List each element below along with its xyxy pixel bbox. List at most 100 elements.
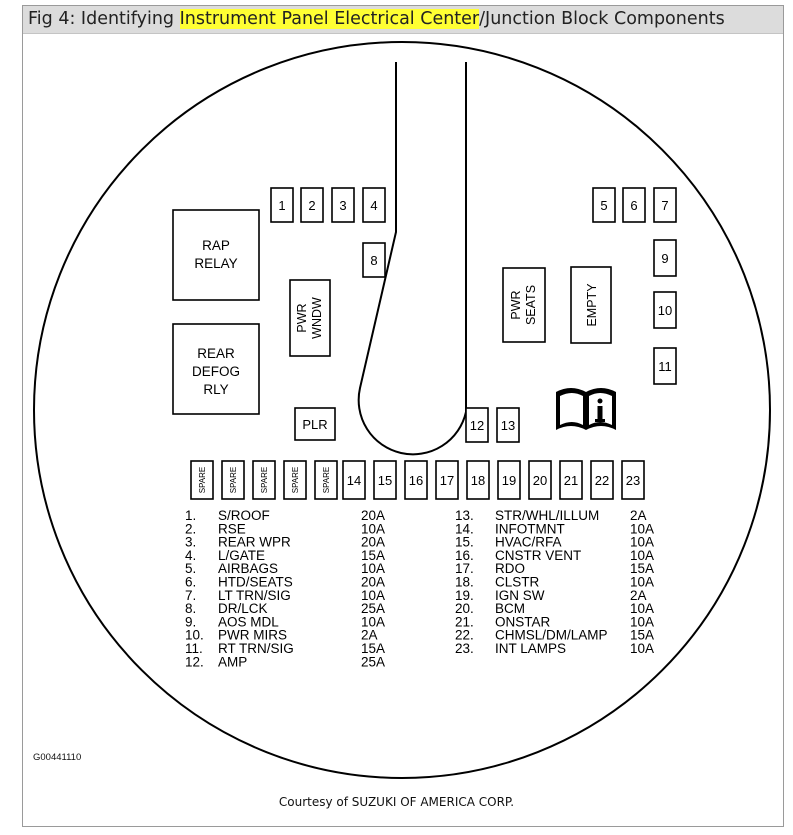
caption-highlight: Instrument Panel Electrical Center — [179, 9, 480, 29]
caption-suffix: /Junction Block Components — [479, 9, 725, 29]
legend-amperage: 10A — [630, 575, 654, 590]
legend-number: 6. — [185, 575, 196, 590]
legend-amperage: 10A — [361, 521, 385, 536]
fuse-22-label: 22 — [595, 473, 609, 488]
legend-circuit-name: HVAC/RFA — [495, 535, 562, 550]
spare-fuse-label: SPARE — [291, 467, 300, 494]
fuse-21-box — [559, 460, 583, 500]
legend-number: 22. — [455, 628, 474, 643]
legend-circuit-name: RSE — [218, 521, 246, 536]
legend-amperage: 10A — [361, 588, 385, 603]
fuse-8-label: 8 — [370, 253, 377, 268]
fuse-4-label: 4 — [370, 198, 377, 213]
empty-slot-label: EMPTY — [585, 283, 599, 327]
legend-number: 8. — [185, 601, 196, 616]
pwr-wndw-box — [289, 279, 331, 357]
spare-fuse-label: SPARE — [198, 467, 207, 494]
fuse-5-label: 5 — [600, 198, 607, 213]
legend-number: 10. — [185, 628, 204, 643]
legend-amperage: 25A — [361, 601, 385, 616]
fuse-9-box — [653, 239, 677, 277]
center-slot — [357, 62, 467, 456]
legend-number: 12. — [185, 654, 204, 669]
legend-amperage: 10A — [630, 614, 654, 629]
fuse-15-box — [373, 460, 397, 500]
legend-circuit-name: INT LAMPS — [495, 641, 566, 656]
fuse-10-label: 10 — [658, 303, 672, 318]
legend-amperage: 25A — [361, 654, 385, 669]
fuse-17-label: 17 — [440, 473, 454, 488]
spare-fuse-label: SPARE — [229, 467, 238, 494]
legend-number: 2. — [185, 521, 196, 536]
legend-number: 9. — [185, 614, 196, 629]
fuse-14-label: 14 — [347, 473, 361, 488]
legend-circuit-name: ONSTAR — [495, 614, 551, 629]
pwr-seats-label: SEATS — [524, 285, 538, 325]
legend-number: 3. — [185, 535, 196, 550]
legend-circuit-name: BCM — [495, 601, 525, 616]
legend-number: 15. — [455, 535, 474, 550]
legend-number: 18. — [455, 575, 474, 590]
legend-circuit-name: CHMSL/DM/LAMP — [495, 628, 608, 643]
rear-defog-relay-box — [172, 323, 260, 415]
fuse-22-box — [590, 460, 614, 500]
legend-circuit-name: IGN SW — [495, 588, 545, 603]
legend-number: 16. — [455, 548, 474, 563]
fuse-18-label: 18 — [471, 473, 485, 488]
legend-circuit-name: DR/LCK — [218, 601, 268, 616]
spare-fuse-box — [283, 460, 307, 500]
fuse-23-box — [621, 460, 645, 500]
rap-relay-label: RAP — [202, 238, 230, 253]
legend-circuit-name: INFOTMNT — [495, 521, 565, 536]
legend-amperage: 10A — [630, 521, 654, 536]
legend-circuit-name: L/GATE — [218, 548, 265, 563]
legend-amperage: 2A — [630, 588, 647, 603]
book-info-icon — [556, 388, 616, 430]
legend-circuit-name: AMP — [218, 654, 247, 669]
fuse-7-box — [653, 187, 677, 223]
fuse-13-box — [496, 407, 520, 443]
legend-circuit-name: AOS MDL — [218, 614, 279, 629]
pwr-seats-label: PWR — [509, 290, 523, 319]
legend-number: 4. — [185, 548, 196, 563]
legend-circuit-name: LT TRN/SIG — [218, 588, 291, 603]
fuse-12-box — [465, 407, 489, 443]
rap-relay-box — [172, 209, 260, 301]
pwr-wndw-label: WNDW — [310, 297, 324, 339]
fuse-8-box — [362, 242, 386, 278]
legend-circuit-name: RDO — [495, 561, 525, 576]
rear-defog-label: RLY — [203, 382, 228, 397]
fuse-1-label: 1 — [278, 198, 285, 213]
rear-defog-label: DEFOG — [192, 364, 240, 379]
fuse-13-label: 13 — [501, 418, 515, 433]
legend-number: 7. — [185, 588, 196, 603]
fuse-23-label: 23 — [626, 473, 640, 488]
fuse-11-box — [653, 347, 677, 385]
legend-number: 1. — [185, 508, 196, 523]
legend-amperage: 20A — [361, 575, 385, 590]
fuse-19-label: 19 — [502, 473, 516, 488]
legend-circuit-name: CLSTR — [495, 575, 540, 590]
fuse-2-label: 2 — [308, 198, 315, 213]
fuse-20-label: 20 — [533, 473, 547, 488]
legend-amperage: 10A — [361, 614, 385, 629]
fuse-18-box — [466, 460, 490, 500]
legend-circuit-name: S/ROOF — [218, 508, 270, 523]
fuse-15-label: 15 — [378, 473, 392, 488]
caption-prefix: Fig 4: Identifying — [28, 9, 180, 29]
fuse-20-box — [528, 460, 552, 500]
fuse-3-box — [331, 187, 355, 223]
legend-number: 11. — [185, 641, 203, 656]
legend-amperage: 10A — [630, 535, 654, 550]
legend-number: 5. — [185, 561, 196, 576]
fuse-10-box — [653, 291, 677, 329]
legend-amperage: 2A — [630, 508, 647, 523]
plr-label: PLR — [302, 417, 327, 432]
fuse-7-label: 7 — [661, 198, 668, 213]
legend-number: 23. — [455, 641, 474, 656]
legend-amperage: 20A — [361, 535, 385, 550]
